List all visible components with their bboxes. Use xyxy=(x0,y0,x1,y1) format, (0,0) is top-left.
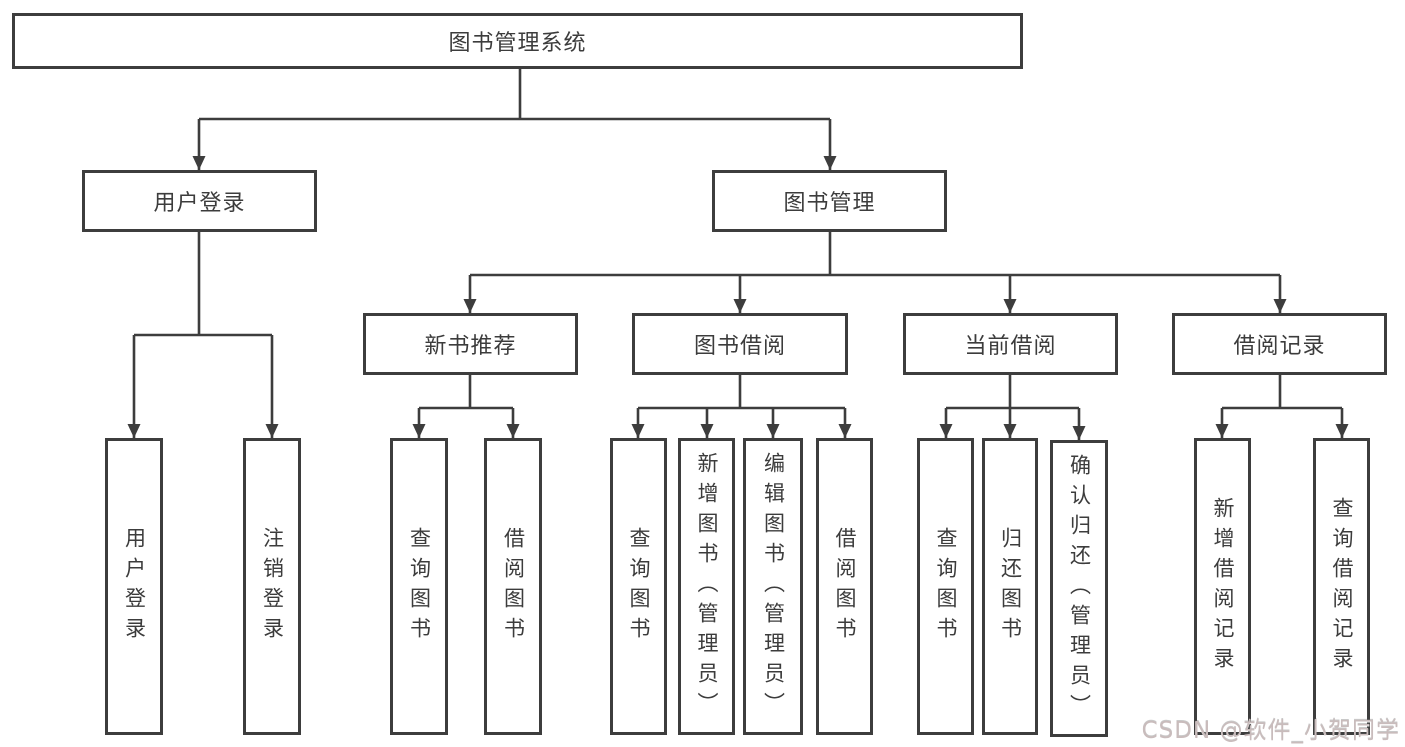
leaf-label: 用户登录 xyxy=(122,526,147,647)
node-label: 图书管理 xyxy=(783,191,876,216)
leaf-label: 查询图书 xyxy=(934,526,958,647)
node-label: 新书推荐 xyxy=(424,334,517,359)
leaf-label: 查询借阅记录 xyxy=(1330,496,1354,677)
node-book-management: 图书管理 xyxy=(712,170,947,232)
leaf-label: 新增借阅记录 xyxy=(1211,496,1235,677)
leaf-borrow-books-1: 借阅图书 xyxy=(484,438,542,735)
leaf-query-books-3: 查询图书 xyxy=(917,438,974,735)
leaf-query-borrow-record: 查询借阅记录 xyxy=(1313,438,1370,735)
node-root-system: 图书管理系统 xyxy=(12,13,1023,69)
leaf-label: 新增图书（管理员） xyxy=(695,451,719,722)
node-new-book-recommend: 新书推荐 xyxy=(363,313,578,375)
leaf-query-books-1: 查询图书 xyxy=(390,438,448,735)
node-current-borrow: 当前借阅 xyxy=(903,313,1118,375)
node-label: 借阅记录 xyxy=(1233,334,1326,359)
leaf-label: 编辑图书（管理员） xyxy=(761,451,786,722)
node-label: 当前借阅 xyxy=(964,334,1057,359)
leaf-user-login: 用户登录 xyxy=(105,438,163,735)
leaf-add-book-admin: 新增图书（管理员） xyxy=(678,438,735,735)
leaf-edit-book-admin: 编辑图书（管理员） xyxy=(743,438,803,735)
leaf-add-borrow-record: 新增借阅记录 xyxy=(1194,438,1251,735)
leaf-label: 借阅图书 xyxy=(501,526,526,647)
node-label: 图书借阅 xyxy=(693,334,786,359)
leaf-label: 确认归还（管理员） xyxy=(1067,453,1092,724)
leaf-label: 查询图书 xyxy=(407,526,432,647)
leaf-label: 归还图书 xyxy=(998,526,1023,647)
node-user-login: 用户登录 xyxy=(82,170,317,232)
node-label: 用户登录 xyxy=(153,191,246,216)
leaf-logout: 注销登录 xyxy=(243,438,301,735)
node-book-borrow: 图书借阅 xyxy=(632,313,848,375)
node-borrow-records: 借阅记录 xyxy=(1172,313,1387,375)
leaf-confirm-return-admin: 确认归还（管理员） xyxy=(1050,440,1108,737)
csdn-watermark: CSDN @软件_小贺同学 xyxy=(1141,718,1400,744)
leaf-query-books-2: 查询图书 xyxy=(610,438,667,735)
leaf-label: 借阅图书 xyxy=(833,526,857,647)
leaf-borrow-books-2: 借阅图书 xyxy=(816,438,873,735)
leaf-return-book: 归还图书 xyxy=(982,438,1038,735)
leaf-label: 注销登录 xyxy=(260,526,285,647)
node-label: 图书管理系统 xyxy=(448,31,587,56)
leaf-label: 查询图书 xyxy=(627,526,651,647)
